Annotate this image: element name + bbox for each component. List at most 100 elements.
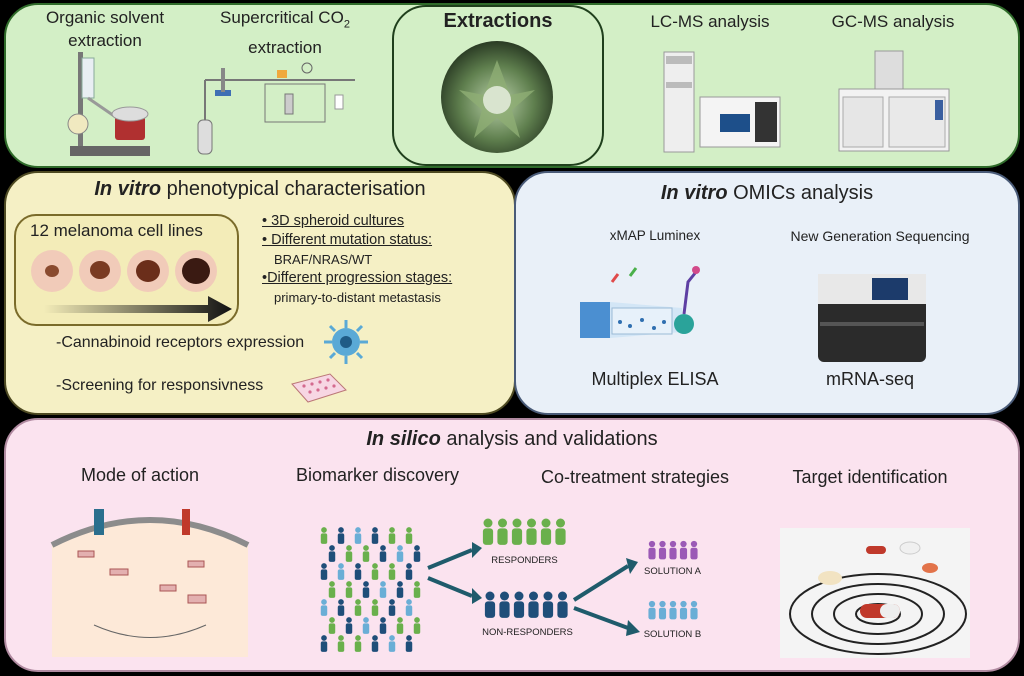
cell-signaling-diagram bbox=[50, 509, 250, 657]
population-crowd-icon bbox=[320, 527, 421, 652]
crowd-person-icon bbox=[405, 527, 413, 544]
nonresponders-label: NON-RESPONDERS bbox=[482, 627, 573, 638]
crowd-person-icon bbox=[388, 563, 396, 580]
crowd-person-icon bbox=[354, 563, 362, 580]
sequencer-icon bbox=[818, 274, 926, 362]
crowd-person-icon bbox=[362, 581, 370, 598]
responder-person-icon bbox=[497, 518, 508, 545]
responder-person-icon bbox=[555, 518, 566, 545]
crowd-person-icon bbox=[396, 545, 404, 562]
cotreatment-label: Co-treatment strategies bbox=[540, 467, 730, 487]
screening-label: -Screening for responsivness bbox=[56, 377, 264, 394]
crowd-person-icon bbox=[320, 563, 328, 580]
nonresponder-person-icon bbox=[557, 591, 568, 618]
crowd-person-icon bbox=[345, 581, 353, 598]
target-pills-icon bbox=[780, 528, 970, 658]
gcms-label: GC-MS analysis bbox=[831, 12, 955, 31]
nonresponder-person-icon bbox=[499, 591, 510, 618]
crowd-person-icon bbox=[354, 635, 362, 652]
phenotypical-bullets: • 3D spheroid cultures • Different mutat… bbox=[262, 213, 453, 305]
crowd-person-icon bbox=[354, 599, 362, 616]
xmap-label: xMAP Luminex bbox=[609, 228, 701, 243]
lcms-instrument-icon bbox=[663, 51, 781, 153]
solution-a-label: SOLUTION A bbox=[643, 566, 701, 577]
solution-a-person-icon bbox=[679, 540, 688, 560]
responders-group-icon bbox=[482, 518, 566, 545]
solution-b-person-icon bbox=[658, 600, 667, 620]
cell-spheroid-2 bbox=[79, 250, 121, 292]
cannabis-photo bbox=[441, 41, 553, 153]
solution-arrows-icon bbox=[572, 558, 640, 636]
crowd-person-icon bbox=[328, 581, 336, 598]
receptors-label: -Cannabinoid receptors expression bbox=[56, 334, 305, 351]
target-identification-label: Target identification bbox=[792, 467, 948, 487]
gcms-instrument-icon bbox=[838, 50, 950, 152]
solution-b-group-icon bbox=[648, 600, 698, 620]
responder-person-icon bbox=[526, 518, 537, 545]
cell-spheroid-1 bbox=[31, 250, 73, 292]
solution-a-person-icon bbox=[648, 540, 656, 560]
crowd-person-icon bbox=[388, 599, 396, 616]
multiplex-elisa-label: Multiplex ELISA bbox=[591, 369, 719, 389]
crowd-person-icon bbox=[337, 527, 345, 544]
supercritical-setup-icon bbox=[197, 62, 355, 155]
crowd-person-icon bbox=[345, 617, 353, 634]
crowd-person-icon bbox=[413, 545, 421, 562]
ngs-label: New Generation Sequencing bbox=[790, 228, 970, 244]
omics-panel bbox=[514, 171, 1020, 415]
nonresponder-person-icon bbox=[513, 591, 525, 618]
crowd-person-icon bbox=[345, 545, 353, 562]
crowd-person-icon bbox=[362, 545, 370, 562]
crowd-person-icon bbox=[396, 617, 404, 634]
crowd-person-icon bbox=[371, 563, 379, 580]
solution-b-person-icon bbox=[669, 600, 677, 620]
crowd-person-icon bbox=[388, 527, 396, 544]
crowd-person-icon bbox=[362, 617, 370, 634]
crowd-person-icon bbox=[320, 635, 328, 652]
phenotypical-title: In vitro phenotypical characterisation bbox=[94, 178, 426, 200]
crowd-person-icon bbox=[337, 599, 345, 616]
nonresponders-group-icon bbox=[484, 591, 568, 618]
luminex-elisa-icon bbox=[580, 266, 700, 338]
crowd-person-icon bbox=[405, 599, 413, 616]
nonresponder-person-icon bbox=[484, 591, 496, 618]
solution-b-person-icon bbox=[679, 600, 688, 620]
responder-person-icon bbox=[482, 518, 494, 545]
well-plate-icon bbox=[291, 373, 347, 403]
supercritical-label: Supercritical CO2 extraction bbox=[220, 8, 350, 58]
crowd-person-icon bbox=[328, 545, 336, 562]
crowd-person-icon bbox=[388, 635, 396, 652]
crowd-person-icon bbox=[328, 617, 336, 634]
solution-b-label: SOLUTION B bbox=[643, 629, 702, 640]
responder-person-icon bbox=[511, 518, 523, 545]
crowd-person-icon bbox=[379, 617, 387, 634]
biomarker-label: Biomarker discovery bbox=[295, 465, 460, 485]
crowd-person-icon bbox=[320, 527, 328, 544]
solution-a-person-icon bbox=[658, 540, 667, 560]
crowd-person-icon bbox=[405, 563, 413, 580]
crowd-person-icon bbox=[371, 635, 379, 652]
crowd-person-icon bbox=[379, 581, 387, 598]
crowd-person-icon bbox=[371, 527, 379, 544]
solution-b-person-icon bbox=[690, 600, 698, 620]
solution-a-person-icon bbox=[690, 540, 698, 560]
lcms-label: LC-MS analysis bbox=[650, 12, 770, 31]
split-arrows-icon bbox=[427, 542, 482, 604]
cell-spheroid-3 bbox=[127, 250, 169, 292]
cell-lines-label: 12 melanoma cell lines bbox=[30, 221, 203, 240]
responders-label: RESPONDERS bbox=[491, 555, 558, 566]
crowd-person-icon bbox=[337, 563, 345, 580]
crowd-person-icon bbox=[413, 617, 421, 634]
in-silico-title: In silico analysis and validations bbox=[366, 428, 658, 450]
omics-title: In vitro OMICs analysis bbox=[660, 182, 874, 204]
rotary-evaporator-icon bbox=[67, 52, 150, 156]
solution-a-group-icon bbox=[648, 540, 698, 560]
nonresponder-person-icon bbox=[528, 591, 539, 618]
crowd-person-icon bbox=[371, 599, 379, 616]
mode-of-action-label: Mode of action bbox=[80, 465, 200, 485]
crowd-person-icon bbox=[413, 581, 421, 598]
crowd-person-icon bbox=[405, 635, 413, 652]
cell-spheroid-4 bbox=[175, 250, 217, 292]
crowd-person-icon bbox=[396, 581, 404, 598]
crowd-person-icon bbox=[320, 599, 328, 616]
